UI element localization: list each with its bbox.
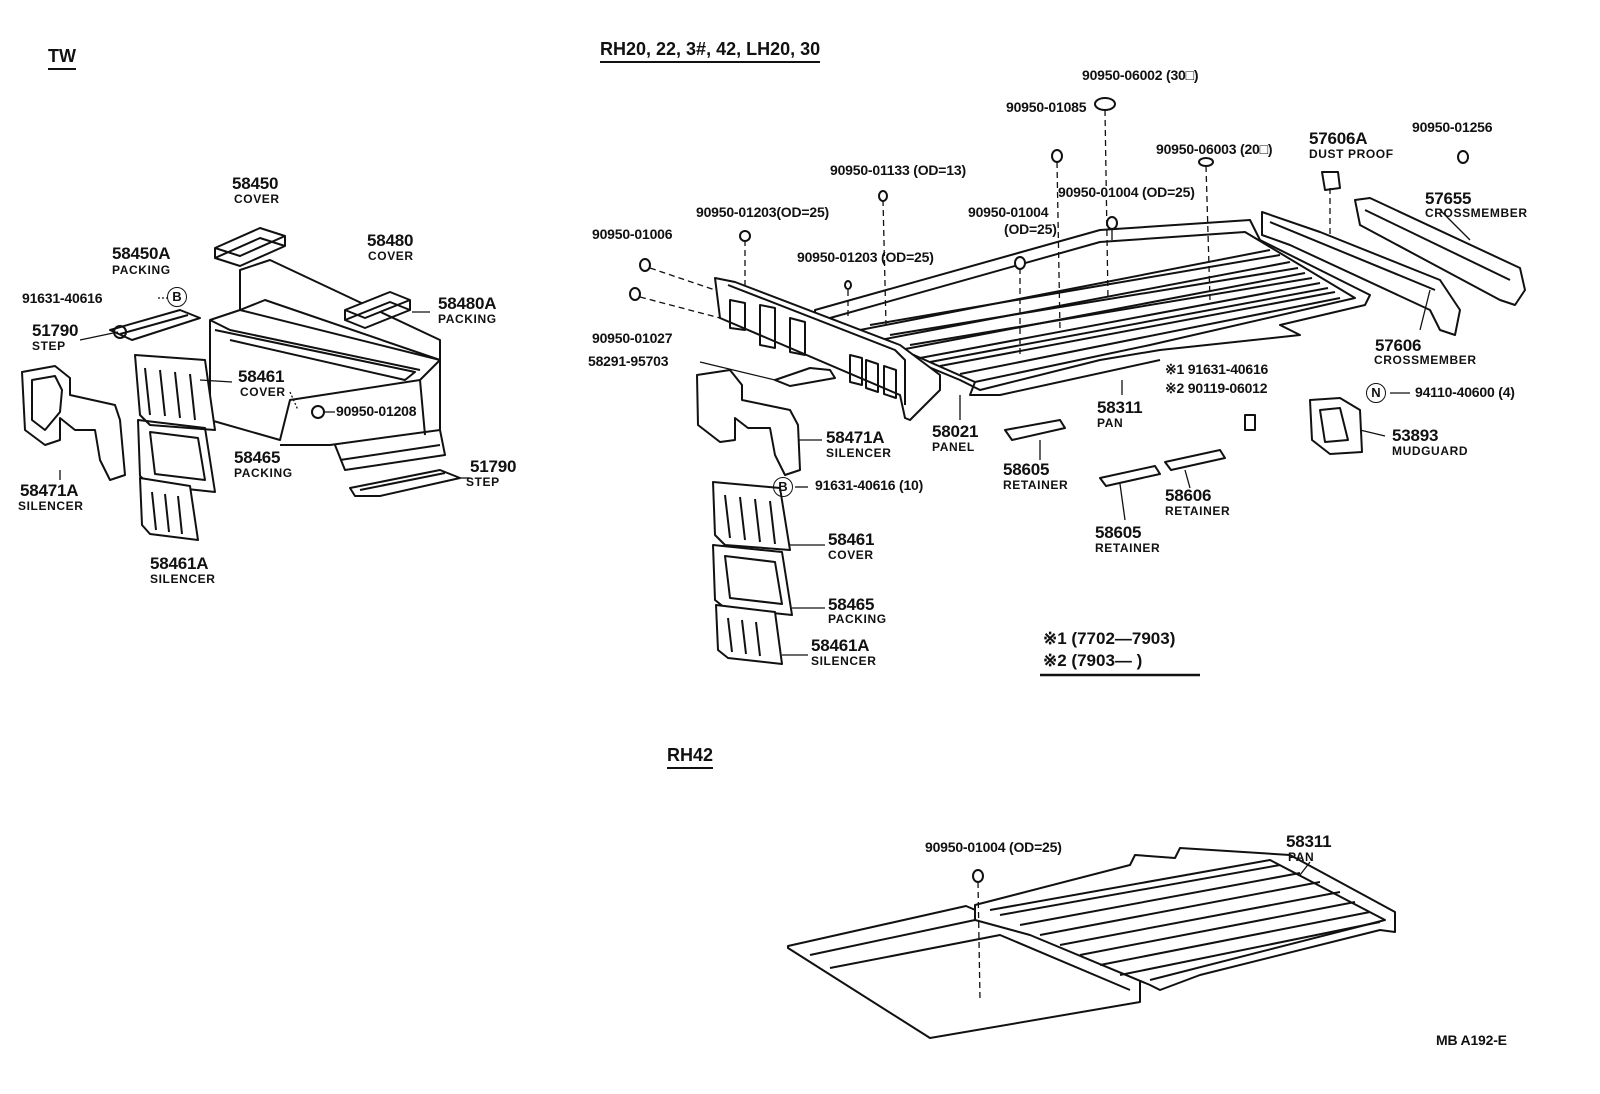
main-leaders <box>639 109 1471 656</box>
tw-51790b-num: 51790 <box>470 457 517 476</box>
tw-silencers <box>21 354 216 541</box>
tw-51790a-name: STEP <box>32 339 66 353</box>
main-01085-num: 90950-01085 <box>1006 99 1087 115</box>
rh42-58311-num: 58311 <box>1286 832 1332 851</box>
tw-58461A-num: 58461A <box>150 554 209 573</box>
note-1: ※1 (7702—7903) <box>1043 629 1176 648</box>
main-58021-num: 58021 <box>932 422 979 441</box>
main-58291-num: 58291-95703 <box>588 353 669 369</box>
main-53893-name: MUDGUARD <box>1392 444 1469 458</box>
tw-58465-name: PACKING <box>234 466 293 480</box>
main-symbol-n: N <box>1366 383 1386 403</box>
main-94110-num: 94110-40600 (4) <box>1415 384 1515 400</box>
tw-rear-step-box <box>109 259 461 497</box>
main-01006-num: 90950-01006 <box>592 226 673 242</box>
main-57655-num: 57655 <box>1425 189 1472 208</box>
main-58461-name: COVER <box>828 548 874 562</box>
main-58471A-name: SILENCER <box>826 446 892 460</box>
tw-58480-name: COVER <box>368 249 414 263</box>
main-58461A-num: 58461A <box>811 636 870 655</box>
header-rh42: RH42 <box>667 746 714 769</box>
main-silencers <box>696 369 801 665</box>
tw-symbol-b: B <box>167 287 187 307</box>
main-91631-10-num: 91631-40616 (10) <box>815 477 924 493</box>
main-58605a-name: RETAINER <box>1003 478 1069 492</box>
main-58311-num: 58311 <box>1097 398 1143 417</box>
tw-58461-name: COVER <box>240 385 286 399</box>
main-58021-name: PANEL <box>932 440 975 454</box>
tw-covers <box>214 227 411 329</box>
main-58465-name: PACKING <box>828 612 887 626</box>
tw-58461-num: 58461 <box>238 367 285 386</box>
main-01203a-num: 90950-01203(OD=25) <box>696 204 829 220</box>
main-58471A-num: 58471A <box>826 428 885 447</box>
tw-58450A-num: 58450A <box>112 244 171 263</box>
tw-58480A-num: 58480A <box>438 294 497 313</box>
main-57606A-name: DUST PROOF <box>1309 147 1394 161</box>
main-58606-name: RETAINER <box>1165 504 1231 518</box>
rh42-leaders <box>977 861 1311 1001</box>
main-57606-num: 57606 <box>1375 336 1422 355</box>
rh42-58311-name: PAN <box>1288 850 1315 864</box>
main-58461-num: 58461 <box>828 530 875 549</box>
main-01203b-num: 90950-01203 (OD=25) <box>797 249 934 265</box>
rh42-pan <box>787 847 1396 1039</box>
main-53893-num: 53893 <box>1392 426 1439 445</box>
main-58605b-name: RETAINER <box>1095 541 1161 555</box>
tw-58465-num: 58465 <box>234 448 281 467</box>
main-01027-num: 90950-01027 <box>592 330 673 346</box>
tw-58450-num: 58450 <box>232 174 279 193</box>
main-57655-name: CROSSMEMBER <box>1425 206 1528 220</box>
note-2: ※2 (7903— ) <box>1043 651 1143 670</box>
main-57606-name: CROSSMEMBER <box>1374 353 1477 367</box>
tw-91631-num: 91631-40616 <box>22 290 103 306</box>
tw-58450-name: COVER <box>234 192 280 206</box>
main-91631-note1-num: ※1 91631-40616 <box>1165 361 1269 377</box>
tw-58461A-name: SILENCER <box>150 572 216 586</box>
main-small-parts <box>1004 397 1363 487</box>
main-58461A-name: SILENCER <box>811 654 877 668</box>
tw-58450A-name: PACKING <box>112 263 171 277</box>
main-bed-pan <box>714 171 1526 421</box>
main-01256-num: 90950-01256 <box>1412 119 1493 135</box>
tw-51790b-name: STEP <box>466 475 500 489</box>
main-90119-note2-num: ※2 90119-06012 <box>1165 380 1268 396</box>
main-58605a-num: 58605 <box>1003 460 1050 479</box>
tw-90950-01208-num: 90950-01208 <box>336 403 417 419</box>
rh42-01004-num: 90950-01004 (OD=25) <box>925 839 1062 855</box>
main-57606A-num: 57606A <box>1309 129 1368 148</box>
diagram-code: MB A192-E <box>1436 1032 1507 1048</box>
main-symbol-b: B <box>773 477 793 497</box>
main-01004b-sub: (OD=25) <box>1004 221 1057 237</box>
header-main-models: RH20, 22, 3#, 42, LH20, 30 <box>600 40 821 63</box>
tw-58480-num: 58480 <box>367 231 414 250</box>
main-58311-name: PAN <box>1097 416 1124 430</box>
main-58606-num: 58606 <box>1165 486 1212 505</box>
tw-58471A-name: SILENCER <box>18 499 84 513</box>
main-06002-num: 90950-06002 (30□) <box>1082 67 1199 83</box>
main-58465-num: 58465 <box>828 595 875 614</box>
main-01133-num: 90950-01133 (OD=13) <box>830 162 966 178</box>
tw-51790a-num: 51790 <box>32 321 79 340</box>
main-01004b-num: 90950-01004 <box>968 204 1049 220</box>
main-01004a-num: 90950-01004 (OD=25) <box>1058 184 1195 200</box>
tw-58471A-num: 58471A <box>20 481 79 500</box>
tw-58480A-name: PACKING <box>438 312 497 326</box>
main-58605b-num: 58605 <box>1095 523 1142 542</box>
main-06003-num: 90950-06003 (20□) <box>1156 141 1273 157</box>
header-tw: TW <box>48 47 76 70</box>
